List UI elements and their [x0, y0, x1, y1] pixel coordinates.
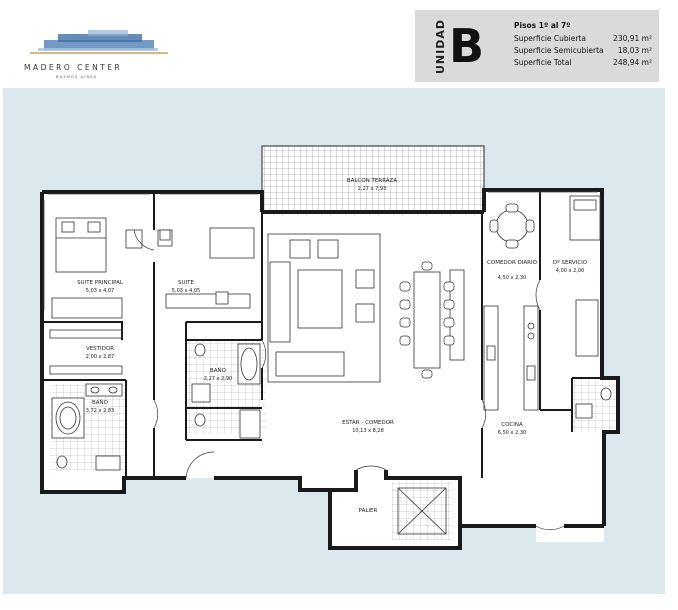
room-dims: 2,27 x 7,93 — [358, 186, 386, 192]
doors — [133, 229, 565, 531]
room-dims: 4,50 x 2,30 — [498, 275, 526, 281]
vestidor-shelves — [49, 329, 123, 375]
suite-bath-fixtures — [191, 343, 261, 439]
room-dims: 3,72 x 2,83 — [86, 408, 114, 414]
bed-suite — [157, 227, 255, 309]
elevator — [397, 487, 447, 535]
header: Madero Center Buenos Aires — [0, 0, 400, 80]
area-row: Superficie Cubierta 230,91 m² — [514, 34, 652, 43]
service-room-furniture — [569, 195, 612, 419]
area-row: Superficie Total 248,94 m² — [514, 58, 652, 67]
room-name: SUITE — [178, 280, 194, 286]
windows — [43, 191, 598, 310]
room-dims: 5,03 x 4,05 — [172, 288, 200, 294]
room-dims: 4,00 x 2,00 — [556, 268, 584, 274]
room-dims: 2,27 x 2,90 — [204, 376, 232, 382]
area-value: 18,03 m² — [617, 46, 652, 55]
area-row: Superficie Semicubierta 18,03 m² — [514, 46, 652, 55]
unit-letter: B — [449, 19, 485, 73]
brand-city: Buenos Aires — [56, 75, 98, 79]
brand-name: Madero Center — [24, 63, 123, 72]
daily-dining-table — [489, 203, 535, 249]
bed-main — [51, 217, 143, 319]
kitchen-counters — [483, 305, 539, 411]
room-dims: 5,03 x 4,07 — [86, 288, 114, 294]
area-label: Superficie Semicubierta — [514, 46, 604, 55]
room-name: COMEDOR DIARIO — [487, 260, 538, 266]
bathtub-jacuzzi — [51, 383, 123, 471]
room-dims: 10,13 x 8,28 — [352, 428, 384, 434]
area-label: Superficie Total — [514, 58, 572, 67]
room-name: BALCON TERRAZA — [347, 178, 397, 184]
room-name: COCINA — [501, 422, 523, 428]
area-value: 248,94 m² — [613, 58, 652, 67]
room-labels: BALCON TERRAZA 2,27 x 7,93 SUITE PRINCIP… — [77, 178, 588, 514]
room-name: BAÑO — [92, 399, 109, 406]
balcony-terrace — [261, 145, 485, 213]
area-value: 230,91 m² — [613, 34, 652, 43]
living-furniture — [267, 233, 465, 383]
room-name: BAÑO — [210, 367, 227, 374]
interior-walls — [42, 190, 602, 478]
outer-walls — [40, 188, 620, 550]
logo-graphic — [30, 30, 168, 54]
room-name: SUITE PRINCIPAL — [77, 280, 124, 286]
room-dims: 2,00 x 2,87 — [86, 354, 114, 360]
room-name: VESTIDOR — [86, 346, 114, 352]
area-label: Superficie Cubierta — [514, 34, 586, 43]
room-name: Dº SERVICIO — [553, 259, 588, 266]
dining-chairs — [399, 261, 455, 379]
room-name: ESTAR - COMEDOR — [342, 420, 394, 426]
unit-info-box — [415, 10, 659, 82]
room-name: PALIER — [359, 508, 378, 514]
room-dims: 6,50 x 2,30 — [498, 430, 526, 436]
unit-floors: Pisos 1º al 7º — [514, 21, 571, 30]
